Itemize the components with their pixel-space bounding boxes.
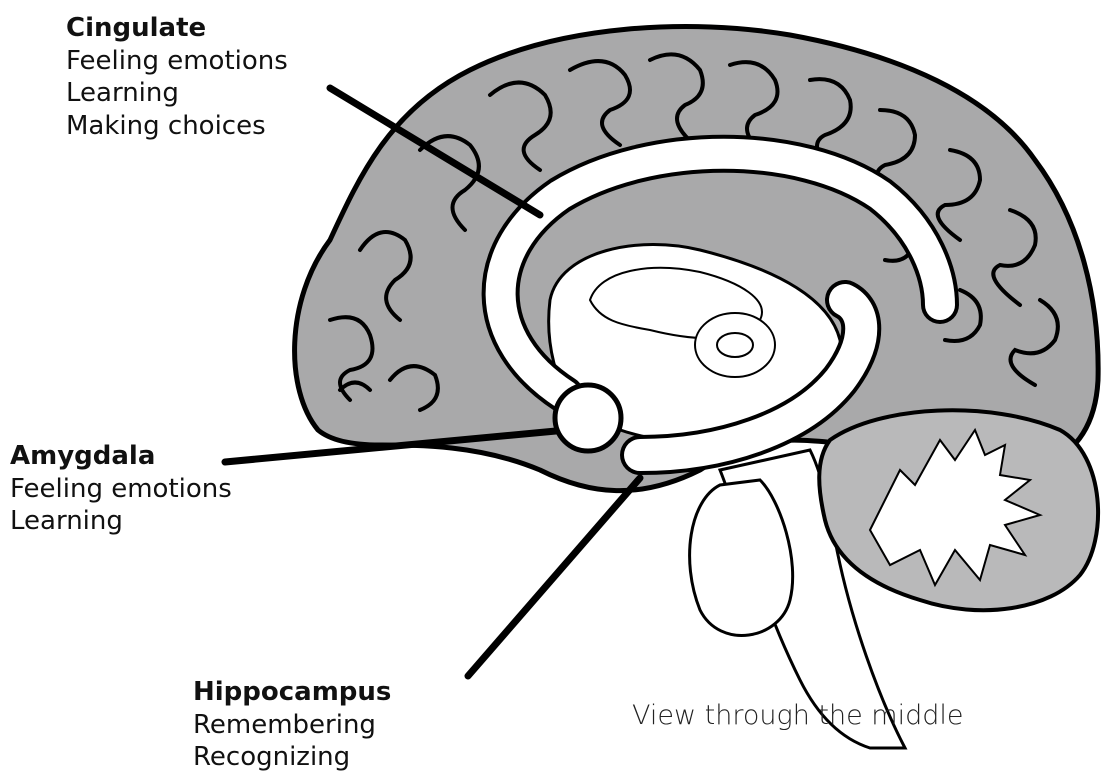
cingulate-label: Cingulate Feeling emotions Learning Maki… (66, 12, 288, 142)
cingulate-title: Cingulate (66, 12, 288, 45)
cingulate-function-2: Learning (66, 77, 288, 110)
amygdala-circle (555, 385, 621, 451)
hippocampus-label: Hippocampus Remembering Recognizing (193, 676, 391, 774)
amygdala-function-1: Feeling emotions (10, 473, 232, 506)
thalamus-oval-inner (717, 333, 753, 357)
hippocampus-title: Hippocampus (193, 676, 391, 709)
amygdala-label: Amygdala Feeling emotions Learning (10, 440, 232, 538)
hippocampus-function-1: Remembering (193, 709, 391, 742)
hippocampus-function-2: Recognizing (193, 741, 391, 774)
amygdala-title: Amygdala (10, 440, 232, 473)
cingulate-function-3: Making choices (66, 110, 288, 143)
cingulate-function-1: Feeling emotions (66, 45, 288, 78)
view-caption: View through the middle (632, 700, 963, 731)
hippocampus-leader-line (468, 478, 640, 676)
amygdala-function-2: Learning (10, 505, 232, 538)
